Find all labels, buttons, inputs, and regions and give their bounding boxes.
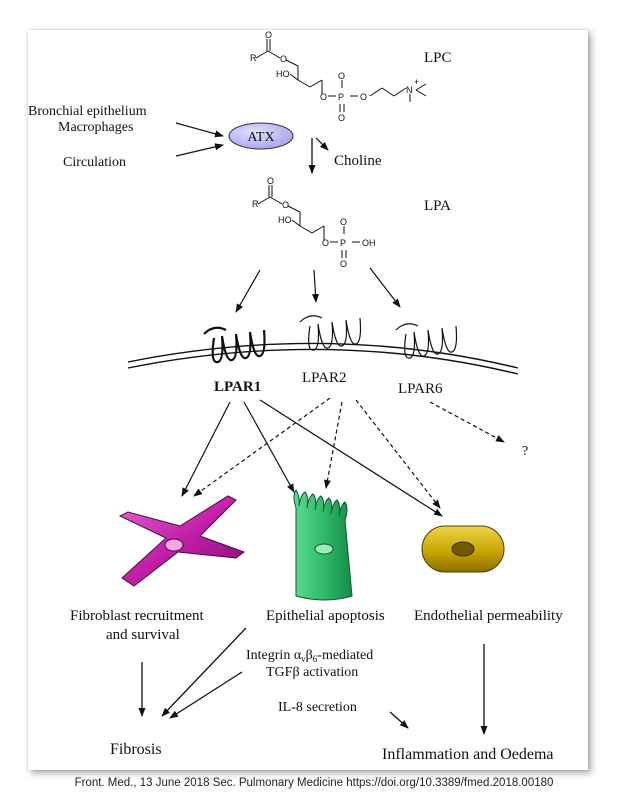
- arrow-lpar6-to-unknown: [429, 401, 505, 443]
- choline-label: Choline: [334, 153, 382, 169]
- source-bronchial-epithelium: Bronchial epithelium: [28, 104, 147, 119]
- lpc-atom: O: [265, 30, 272, 40]
- arrow-bronchial-to-atx: [175, 122, 224, 138]
- arrow-lpar1-to-endothelial: [259, 399, 443, 517]
- fibroblast-nucleus: [164, 538, 184, 552]
- lpa-atom: O: [340, 217, 347, 227]
- lpa-atom: O: [340, 259, 347, 269]
- source-circulation: Circulation: [63, 155, 126, 170]
- lpar6-label: LPAR6: [398, 381, 443, 397]
- lpar2-label: LPAR2: [302, 370, 346, 386]
- lpa-atom: O: [267, 176, 274, 186]
- arrow-lpa-to-lpar1: [235, 269, 261, 313]
- lpc-label: LPC: [424, 50, 452, 66]
- lpc-structure: [255, 39, 427, 112]
- lpc-atom: O: [360, 92, 367, 102]
- membrane-outer: [127, 342, 519, 369]
- lpar1-label: LPAR1: [214, 379, 261, 395]
- arrow-circulation-to-atx: [175, 143, 224, 157]
- lpa-atom: O: [282, 200, 289, 210]
- lpc-atom: O: [338, 71, 345, 81]
- arrow-lpa-to-lpar2: [312, 269, 319, 303]
- lpar2-receptor: [299, 315, 362, 351]
- figure-frame: R O O HO O P O O O N + LPC Bronchial epi…: [28, 30, 588, 770]
- figure-caption: Front. Med., 13 June 2018 Sec. Pulmonary…: [74, 777, 554, 789]
- tgf-beta-label: TGFβ activation: [266, 665, 358, 680]
- lpa-pathway-diagram: R O O HO O P O O O N + LPC Bronchial epi…: [28, 30, 563, 763]
- lpc-atom: P: [338, 92, 344, 102]
- source-macrophages: Macrophages: [58, 120, 133, 135]
- lpc-atom: R: [250, 53, 257, 63]
- lpc-atom: N: [406, 85, 413, 95]
- lpc-atom-labels: R O O HO O P O O O N +: [250, 30, 419, 123]
- lpa-atom-labels: R O O HO O P O O OH: [252, 176, 376, 269]
- arrow-lpar1-to-fibroblast: [181, 401, 231, 497]
- arrow-lpar2-to-epithelial: [324, 401, 343, 489]
- epithelial-label: Epithelial apoptosis: [266, 608, 385, 624]
- lpc-atom: HO: [276, 69, 290, 79]
- epithelial-nucleus: [314, 543, 334, 555]
- lpar1-receptor: [203, 326, 266, 364]
- endothelial-nucleus: [451, 541, 475, 557]
- lpa-atom: HO: [278, 215, 292, 225]
- lpa-atom: O: [322, 238, 329, 248]
- unknown-effect-label: ?: [522, 444, 528, 459]
- arrow-lpar2-to-fibroblast: [193, 397, 331, 497]
- fibrosis-outcome: Fibrosis: [110, 741, 162, 758]
- fibroblast-label-line2: and survival: [106, 627, 180, 643]
- lpar6-receptor: [395, 323, 458, 359]
- lpa-structure: [257, 185, 360, 258]
- il8-label: IL-8 secretion: [278, 700, 357, 715]
- arrow-lpa-to-lpar6: [369, 267, 401, 308]
- fibroblast-cell: [118, 495, 246, 587]
- lpa-label: LPA: [424, 198, 451, 214]
- lpc-atom: O: [338, 113, 345, 123]
- integrin-label: Integrin αvβ6-mediated: [246, 648, 373, 664]
- membrane-inner: [127, 348, 519, 375]
- arrow-to-choline: [315, 137, 329, 151]
- arrow-integrin-to-fibrosis: [169, 671, 243, 719]
- lpc-atom: +: [414, 77, 419, 87]
- fibroblast-label: Fibroblast recruitment: [70, 608, 205, 624]
- atx-label: ATX: [247, 130, 274, 145]
- arrow-epithelial-to-fibrosis: [161, 627, 247, 717]
- endothelial-label: Endothelial permeability: [414, 608, 563, 624]
- lpa-atom: R: [252, 199, 259, 209]
- inflammation-outcome: Inflammation and Oedema: [382, 746, 554, 763]
- arrow-lpar2-to-endothelial: [355, 399, 441, 509]
- lpc-atom: O: [280, 54, 287, 64]
- lpa-atom: OH: [362, 238, 376, 248]
- lpc-atom: O: [320, 92, 327, 102]
- arrow-il8-to-inflammation: [389, 711, 409, 729]
- atx-enzyme: [228, 122, 294, 150]
- arrow-lpar1-to-epithelial: [243, 401, 295, 493]
- lpa-atom: P: [340, 238, 346, 248]
